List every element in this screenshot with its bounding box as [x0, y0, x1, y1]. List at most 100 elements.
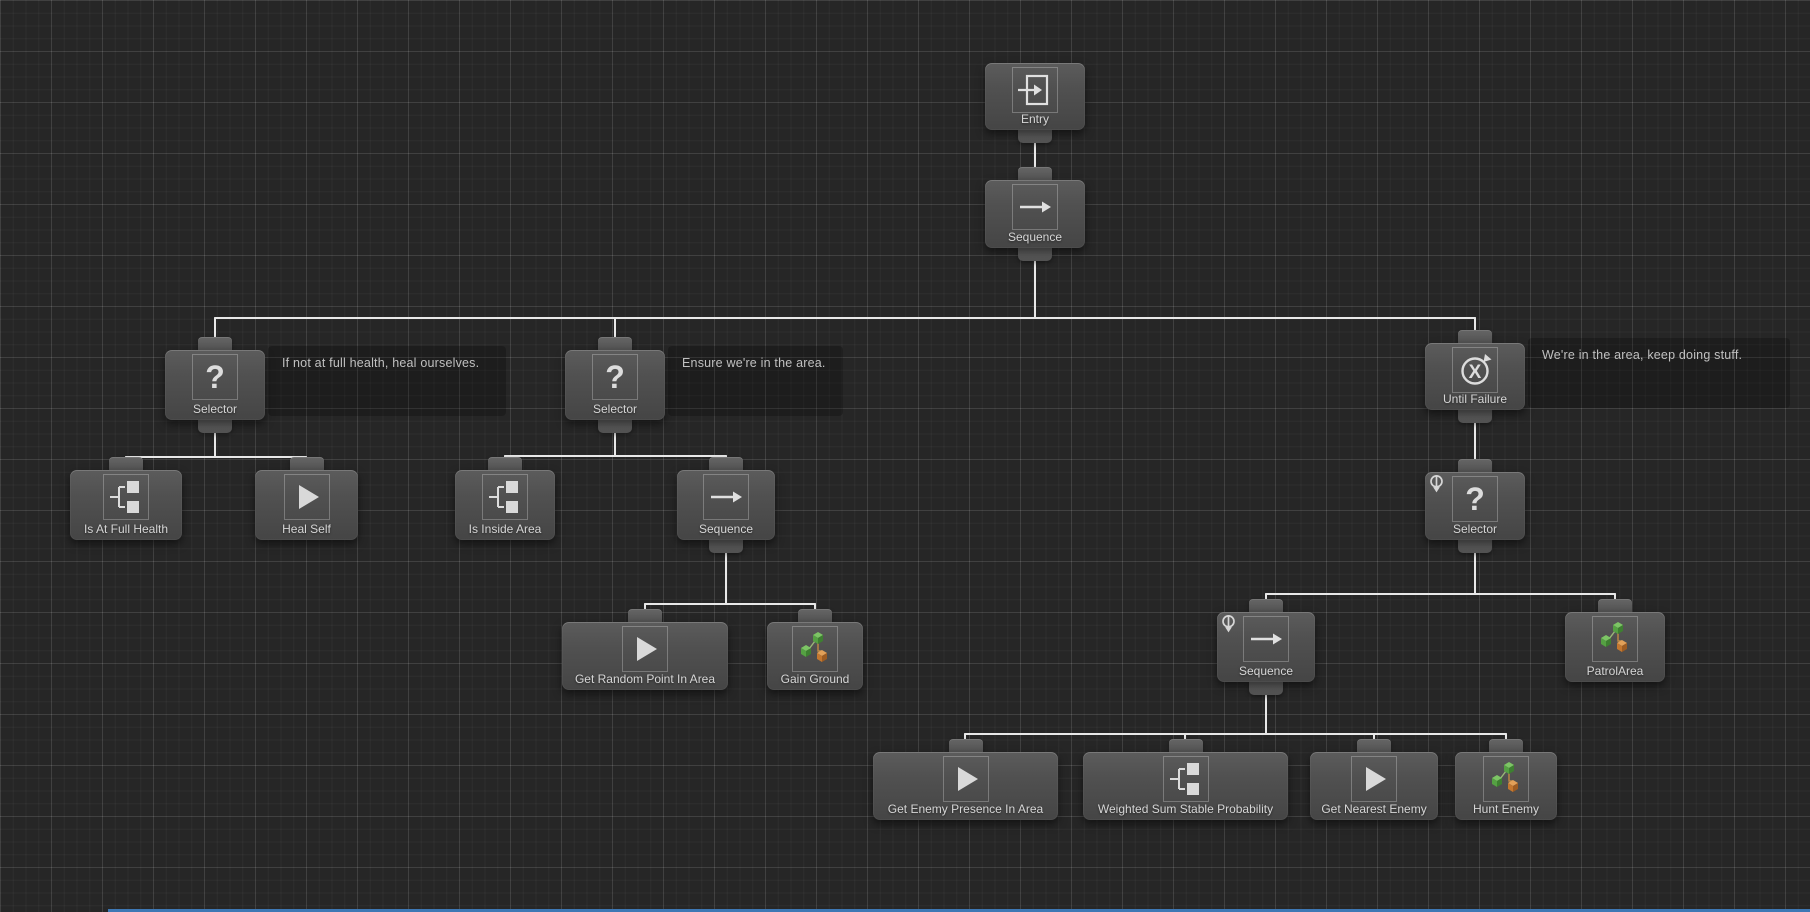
node-label: Weighted Sum Stable Probability: [1097, 802, 1274, 816]
comment-box[interactable]: Ensure we're in the area.: [668, 346, 843, 416]
input-port[interactable]: [289, 457, 324, 471]
node-label: Get Enemy Presence In Area: [887, 802, 1044, 816]
output-port[interactable]: [598, 419, 632, 433]
comment-box[interactable]: We're in the area, keep doing stuff.: [1528, 338, 1790, 408]
input-port[interactable]: [1489, 739, 1523, 753]
node-sequence-right[interactable]: Sequence: [1217, 612, 1315, 682]
node-selector-right[interactable]: ? Selector: [1425, 472, 1525, 540]
wire-vertical: [725, 551, 727, 604]
node-label: Heal Self: [282, 522, 331, 536]
node-icon-frame: [703, 474, 749, 520]
play-icon: [957, 767, 978, 791]
input-port[interactable]: [1249, 599, 1283, 613]
input-port[interactable]: [1357, 739, 1391, 753]
node-sequence-mid[interactable]: Sequence: [677, 470, 775, 540]
input-port[interactable]: [598, 337, 632, 351]
node-icon-frame: [1592, 616, 1638, 662]
input-port[interactable]: [948, 739, 983, 753]
node-icon-frame: [1012, 184, 1058, 230]
node-patrol-area[interactable]: PatrolArea: [1565, 612, 1665, 682]
output-port[interactable]: [1018, 247, 1052, 261]
play-icon: [298, 485, 319, 509]
input-port[interactable]: [1458, 330, 1492, 344]
bottom-edge-highlight: [108, 909, 1810, 912]
input-port[interactable]: [628, 609, 662, 623]
conditional-abort-icon: [1428, 474, 1445, 499]
output-port[interactable]: [1458, 409, 1492, 423]
node-label: Selector: [1452, 522, 1498, 536]
wire-vertical: [614, 431, 616, 456]
input-port[interactable]: [488, 457, 522, 471]
play-icon: [637, 637, 657, 661]
node-entry[interactable]: Entry: [985, 63, 1085, 130]
svg-text:?: ?: [1465, 481, 1485, 517]
node-heal-self[interactable]: Heal Self: [255, 470, 358, 540]
output-port[interactable]: [709, 539, 743, 553]
node-icon-frame: [1243, 616, 1289, 662]
wire-vertical: [1034, 141, 1036, 169]
node-sequence-root[interactable]: Sequence: [985, 180, 1085, 248]
wire-horizontal: [504, 455, 727, 457]
wire-vertical: [214, 317, 216, 341]
question-icon: ?: [205, 359, 225, 395]
node-label: Sequence: [1238, 664, 1294, 678]
output-port[interactable]: [1458, 539, 1492, 553]
subtree-icon: [1492, 762, 1518, 792]
subtree-icon: [1601, 622, 1627, 652]
node-label: Until Failure: [1442, 392, 1508, 406]
output-port[interactable]: [1249, 681, 1283, 695]
condition-icon: [489, 481, 518, 513]
wire-vertical: [1474, 317, 1476, 333]
node-label: Hunt Enemy: [1472, 802, 1540, 816]
node-weighted-sum-stable-probability[interactable]: Weighted Sum Stable Probability: [1083, 752, 1288, 820]
input-port[interactable]: [198, 337, 232, 351]
node-label: Is Inside Area: [468, 522, 542, 536]
node-selector-heal[interactable]: ? Selector: [165, 350, 265, 420]
node-icon-frame: [1483, 756, 1529, 802]
node-icon-frame: X: [1452, 347, 1498, 393]
comment-box[interactable]: If not at full health, heal ourselves.: [268, 346, 506, 416]
comment-text: We're in the area, keep doing stuff.: [1542, 348, 1743, 362]
wire-horizontal: [964, 733, 1507, 735]
node-hunt-enemy[interactable]: Hunt Enemy: [1455, 752, 1557, 820]
condition-icon: [110, 481, 139, 513]
condition-icon: [1169, 763, 1199, 795]
comment-text: Ensure we're in the area.: [682, 356, 826, 370]
play-icon: [1366, 767, 1386, 791]
node-selector-area[interactable]: ? Selector: [565, 350, 665, 420]
conditional-abort-icon: [1220, 614, 1237, 639]
input-port[interactable]: [1168, 739, 1203, 753]
wire-horizontal: [125, 456, 307, 458]
question-icon: ?: [1465, 481, 1485, 517]
input-port[interactable]: [109, 457, 143, 471]
node-until-failure[interactable]: X Until Failure: [1425, 343, 1525, 410]
input-port[interactable]: [1598, 599, 1632, 613]
input-port[interactable]: [1018, 167, 1052, 181]
node-icon-frame: [942, 756, 989, 802]
input-port[interactable]: [798, 609, 832, 623]
node-get-random-point-in-area[interactable]: Get Random Point In Area: [562, 622, 728, 690]
node-is-at-full-health[interactable]: Is At Full Health: [70, 470, 182, 540]
node-is-inside-area[interactable]: Is Inside Area: [455, 470, 555, 540]
node-icon-frame: [482, 474, 528, 520]
node-label: PatrolArea: [1586, 664, 1644, 678]
sequence-arrow-icon: [711, 491, 742, 503]
input-port[interactable]: [709, 457, 743, 471]
wire-horizontal: [1265, 593, 1616, 595]
node-label: Gain Ground: [780, 672, 850, 686]
output-port[interactable]: [1018, 129, 1052, 143]
node-get-enemy-presence-in-area[interactable]: Get Enemy Presence In Area: [873, 752, 1058, 820]
node-get-nearest-enemy[interactable]: Get Nearest Enemy: [1310, 752, 1438, 820]
node-icon-frame: ?: [192, 354, 238, 400]
output-port[interactable]: [198, 419, 232, 433]
svg-text:X: X: [1469, 362, 1482, 383]
node-gain-ground[interactable]: Gain Ground: [767, 622, 863, 690]
node-icon-frame: [1012, 67, 1058, 113]
wire-horizontal: [644, 603, 816, 605]
wire-vertical: [614, 317, 616, 341]
node-icon-frame: [1162, 756, 1209, 802]
wire-horizontal: [214, 317, 1476, 319]
svg-text:?: ?: [605, 359, 625, 395]
input-port[interactable]: [1458, 459, 1492, 473]
